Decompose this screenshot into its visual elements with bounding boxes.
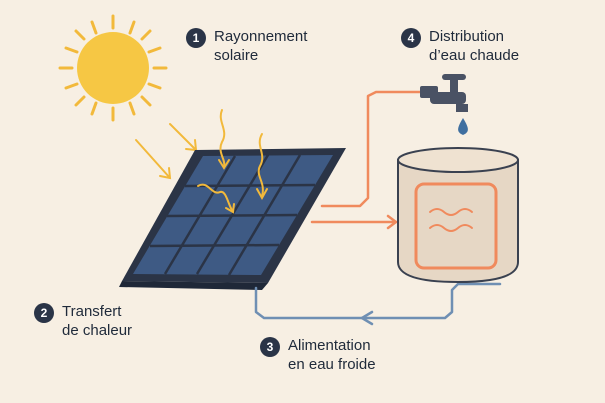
water-drop-icon [458, 118, 468, 135]
hot-water-tank-icon [397, 147, 519, 284]
heat-arrows [197, 109, 268, 214]
step-label-line2: de chaleur [62, 322, 133, 339]
heat-waves-icon [429, 208, 473, 232]
step-label-line1: Alimentation [288, 337, 371, 354]
solar-panel-icon [119, 148, 346, 290]
step-label-line2: en eau froide [288, 356, 376, 373]
step-label-line2: solaire [214, 47, 259, 64]
heat-transfer-arrow [310, 214, 398, 230]
cold-water-pipe [254, 282, 502, 326]
hot-water-pipe [320, 90, 422, 208]
step-label-line2: d’eau chaude [429, 47, 520, 64]
sun-icon [58, 14, 168, 122]
step-label-line1: Distribution [429, 28, 505, 45]
step-number-badge: 2 [34, 303, 54, 323]
step-number-badge: 4 [401, 28, 421, 48]
step-number-badge: 1 [186, 28, 206, 48]
step-number-badge: 3 [260, 337, 280, 357]
step-label-line1: Transfert [62, 303, 122, 320]
step-label-line1: Rayonnement [214, 28, 308, 45]
faucet-icon [420, 74, 468, 112]
step-cold-water-supply: 3 Alimentation en eau froide [260, 336, 376, 374]
step-hot-water-distribution: 4 Distribution d’eau chaude [401, 27, 519, 65]
step-solar-radiation: 1 Rayonnement solaire [186, 27, 307, 65]
step-heat-transfer: 2 Transfert de chaleur [34, 302, 132, 340]
